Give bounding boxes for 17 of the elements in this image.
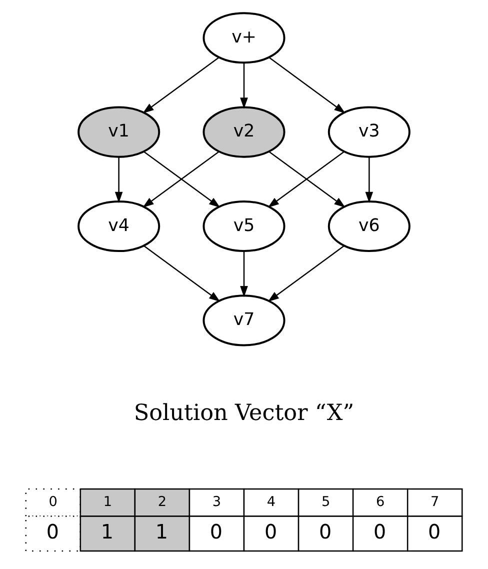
label: 2: [158, 494, 167, 510]
label: 1: [103, 494, 112, 510]
label: 4: [266, 494, 276, 510]
label: 1: [155, 520, 168, 544]
label: 3: [212, 494, 222, 510]
label: Solution Vector “X”: [134, 400, 354, 426]
label: 0: [318, 520, 332, 544]
label: 0: [46, 520, 59, 544]
label: 1: [100, 520, 114, 544]
label: 0: [210, 520, 223, 544]
label: 0: [264, 520, 278, 544]
label: 6: [376, 494, 385, 510]
label: 7: [430, 494, 440, 510]
label: 5: [321, 494, 330, 510]
label: 0: [428, 520, 441, 544]
label: 0: [48, 494, 58, 510]
label: 0: [374, 520, 386, 544]
